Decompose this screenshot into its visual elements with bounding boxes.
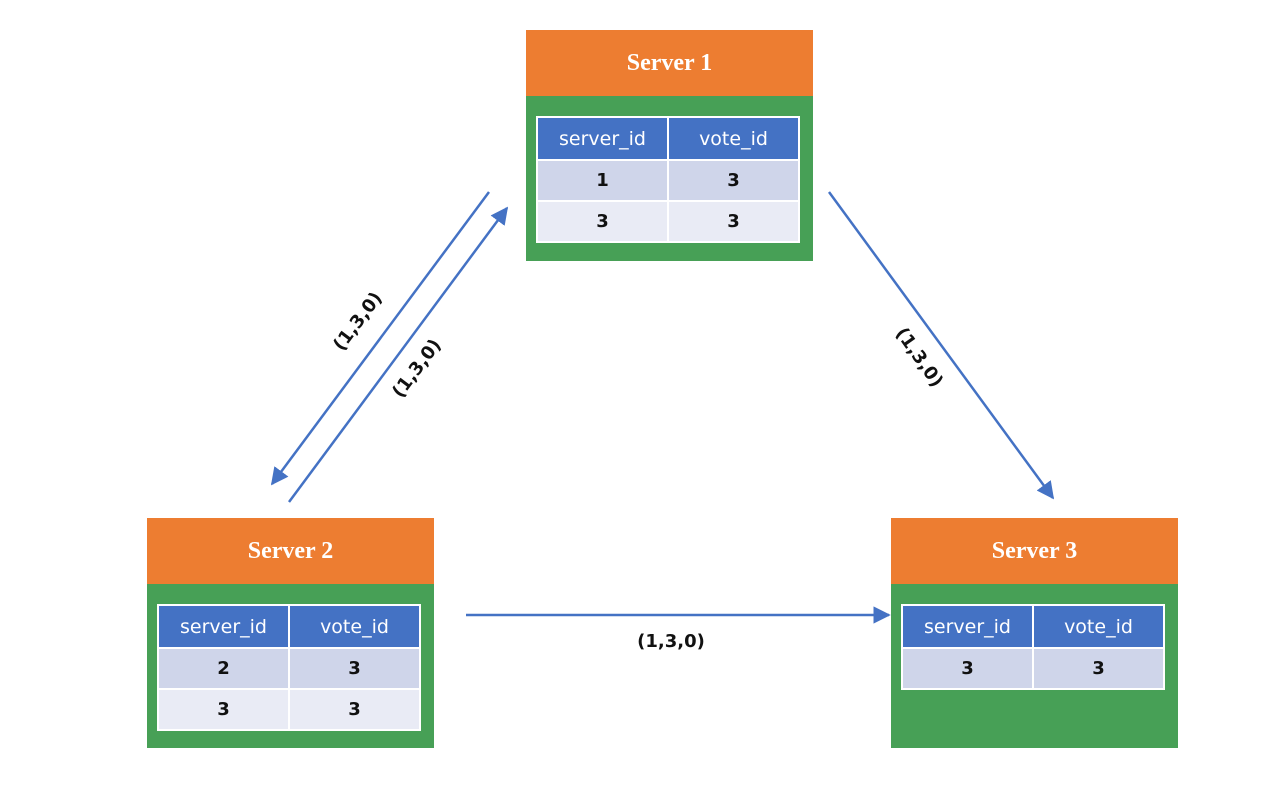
table-row: 3 3 (157, 688, 421, 731)
arrow-s2-to-s1 (287, 206, 509, 503)
vote-id-cell: 3 (288, 647, 421, 690)
message-label-s2-to-s3: (1,3,0) (637, 631, 705, 652)
table-row: 3 3 (536, 200, 800, 243)
vote-id-cell: 3 (1032, 647, 1165, 690)
arrow-s1-to-s3 (827, 191, 1055, 500)
server-1-body: server_id vote_id 1 3 3 3 (526, 96, 813, 261)
server-id-cell: 2 (157, 647, 290, 690)
server-2-table: server_id vote_id 2 3 3 3 (157, 604, 421, 731)
server-2-node: Server 2 server_id vote_id 2 3 3 3 (147, 518, 434, 748)
server-3-node: Server 3 server_id vote_id 3 3 (891, 518, 1178, 748)
vote-id-cell: 3 (667, 159, 800, 202)
server-1-title: Server 1 (526, 30, 813, 96)
server-2-title: Server 2 (147, 518, 434, 584)
server-id-cell: 3 (901, 647, 1034, 690)
column-header-server-id: server_id (157, 604, 290, 649)
vote-id-cell: 3 (288, 688, 421, 731)
vote-id-cell: 3 (667, 200, 800, 243)
server-1-table: server_id vote_id 1 3 3 3 (536, 116, 800, 243)
server-3-table: server_id vote_id 3 3 (901, 604, 1165, 690)
column-header-server-id: server_id (901, 604, 1034, 649)
column-header-vote-id: vote_id (288, 604, 421, 649)
column-header-server-id: server_id (536, 116, 669, 161)
server-2-body: server_id vote_id 2 3 3 3 (147, 584, 434, 748)
server-3-title: Server 3 (891, 518, 1178, 584)
server-1-node: Server 1 server_id vote_id 1 3 3 3 (526, 30, 813, 261)
table-row: 3 3 (901, 647, 1165, 690)
server-id-cell: 1 (536, 159, 669, 202)
column-header-vote-id: vote_id (667, 116, 800, 161)
table-row: 1 3 (536, 159, 800, 202)
arrow-s1-to-s2 (270, 191, 491, 486)
column-header-vote-id: vote_id (1032, 604, 1165, 649)
server-id-cell: 3 (536, 200, 669, 243)
table-row: 2 3 (157, 647, 421, 690)
server-3-body: server_id vote_id 3 3 (891, 584, 1178, 748)
server-id-cell: 3 (157, 688, 290, 731)
